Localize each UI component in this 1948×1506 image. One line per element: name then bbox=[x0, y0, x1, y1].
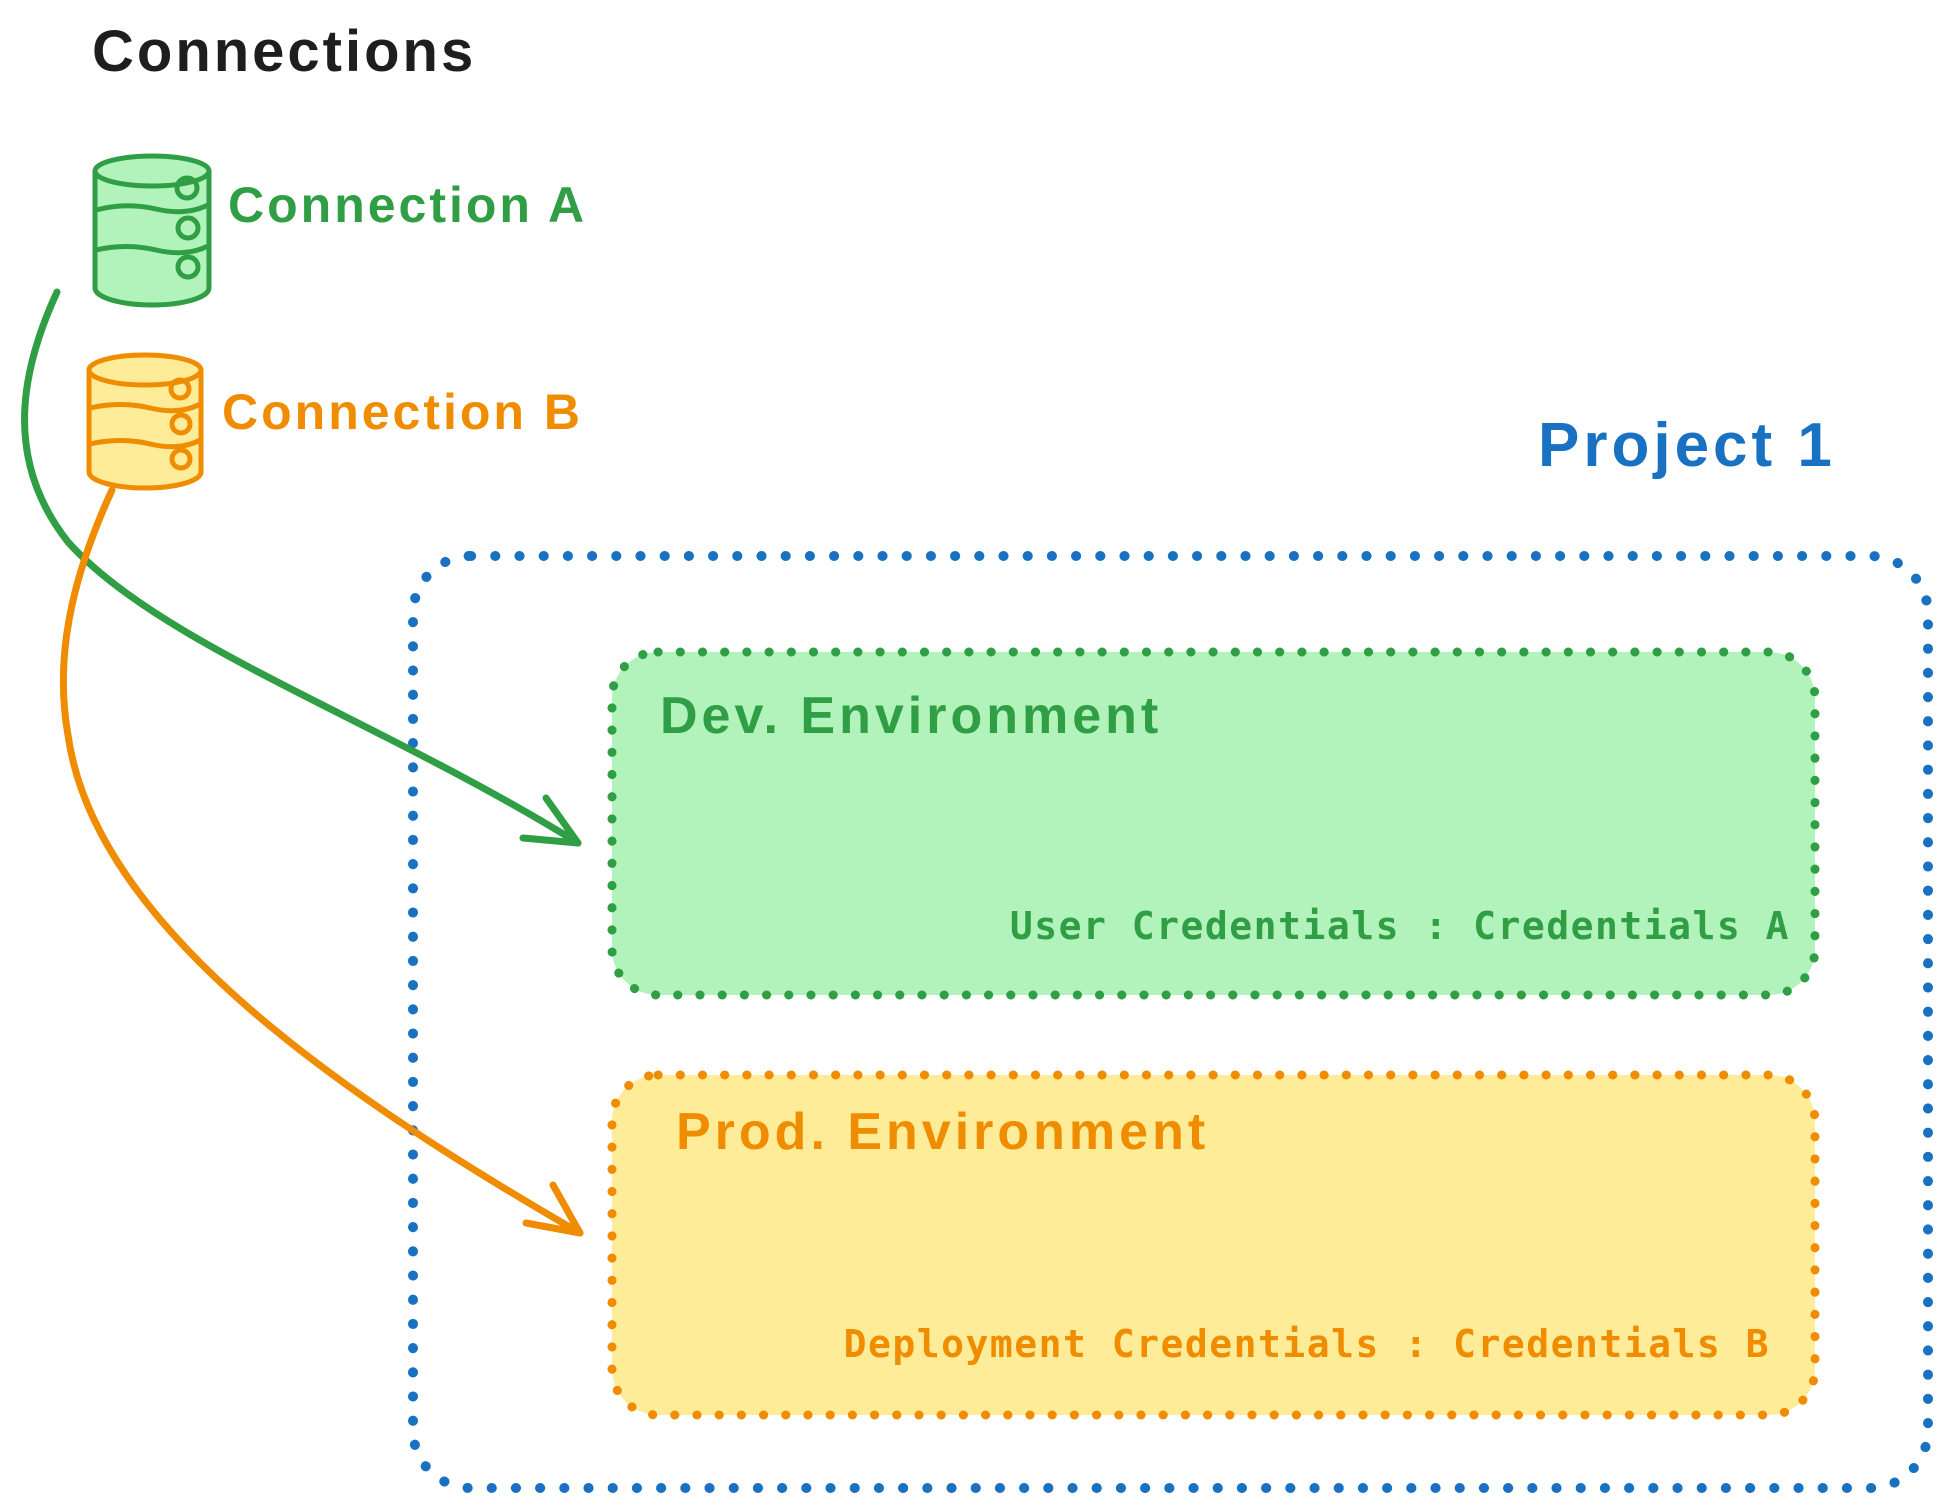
database-divider bbox=[87, 401, 203, 414]
database-divider bbox=[87, 437, 203, 450]
connection-a-label: Connection A bbox=[228, 177, 588, 233]
database-body-outline bbox=[86, 367, 204, 491]
arrow-head-icon bbox=[522, 1181, 584, 1237]
connection-a-database-icon bbox=[92, 153, 212, 308]
dev-environment-name: Dev. Environment bbox=[660, 687, 1163, 745]
database-light bbox=[174, 175, 200, 201]
arrow-shaft bbox=[59, 486, 584, 1237]
database-top-cap bbox=[86, 352, 204, 388]
arrow-head-icon bbox=[519, 794, 582, 847]
prod-environment-credentials: Deployment Credentials : Credentials B bbox=[843, 1322, 1770, 1366]
connection-b-label: Connection B bbox=[222, 384, 583, 440]
database-light bbox=[168, 377, 192, 401]
database-light bbox=[169, 412, 193, 436]
connections-title: Connections bbox=[92, 19, 477, 84]
dev-environment-credentials: User Credentials : Credentials A bbox=[1009, 904, 1790, 948]
connection-a-to-dev-arrow bbox=[21, 288, 582, 847]
prod-environment-box bbox=[607, 1070, 1820, 1420]
database-divider bbox=[93, 243, 211, 256]
database-light bbox=[175, 215, 201, 241]
arrow-shaft bbox=[21, 288, 582, 847]
database-body-outline bbox=[92, 168, 212, 308]
project-1-box bbox=[408, 551, 1933, 1493]
database-light bbox=[175, 254, 201, 280]
project-1-title: Project 1 bbox=[1538, 411, 1836, 480]
database-light bbox=[169, 447, 193, 471]
database-divider bbox=[93, 202, 211, 215]
connection-b-database-icon bbox=[86, 352, 204, 491]
connection-b-to-prod-arrow bbox=[59, 486, 584, 1237]
database-body-fill bbox=[89, 370, 201, 488]
dev-environment-box bbox=[607, 647, 1820, 1000]
prod-environment-name: Prod. Environment bbox=[676, 1103, 1210, 1161]
